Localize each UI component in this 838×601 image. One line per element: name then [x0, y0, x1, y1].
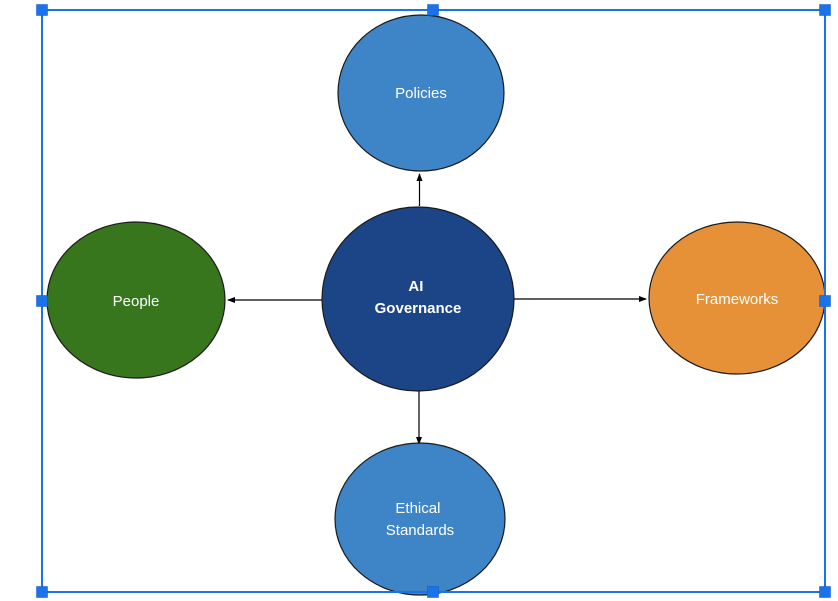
ai-governance-circle[interactable] — [321, 206, 515, 392]
node-frameworks[interactable]: Frameworks — [648, 221, 826, 375]
node-ethical-standards[interactable]: Ethical Standards — [334, 442, 506, 596]
frameworks-circle[interactable] — [648, 221, 826, 375]
selection-handle-bottom-center[interactable] — [427, 586, 439, 598]
policies-circle[interactable] — [337, 14, 505, 172]
selection-handle-bottom-left[interactable] — [36, 586, 48, 598]
selection-handle-middle-left[interactable] — [36, 295, 48, 307]
selection-handle-top-left[interactable] — [36, 4, 48, 16]
selection-handle-bottom-right[interactable] — [819, 586, 831, 598]
selection-handle-middle-right[interactable] — [819, 295, 831, 307]
people-circle[interactable] — [46, 221, 226, 379]
connectors — [227, 173, 647, 445]
node-policies[interactable]: Policies — [337, 14, 505, 172]
selection-handles — [36, 4, 831, 598]
node-people[interactable]: People — [46, 221, 226, 379]
ethical-standards-circle[interactable] — [334, 442, 506, 596]
node-ai-governance[interactable]: AI Governance — [321, 206, 515, 392]
selection-handle-top-right[interactable] — [819, 4, 831, 16]
selection-handle-top-center[interactable] — [427, 4, 439, 16]
